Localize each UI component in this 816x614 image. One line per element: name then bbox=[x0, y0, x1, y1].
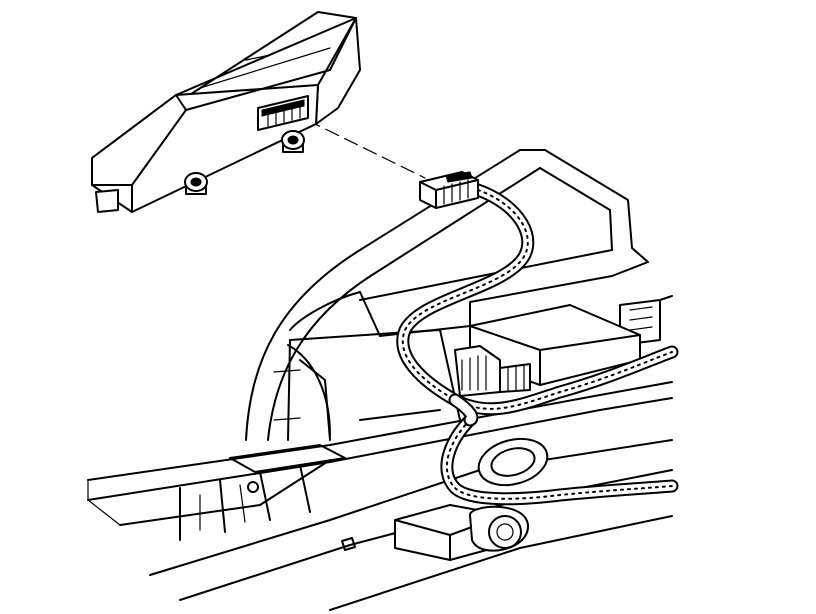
mounting-bracket bbox=[394, 437, 549, 561]
control-module bbox=[91, 11, 361, 213]
leader-line bbox=[306, 119, 426, 179]
underbody-structure bbox=[87, 149, 673, 611]
electronic-module bbox=[454, 304, 641, 397]
wiring-harness bbox=[396, 183, 679, 506]
module-connector bbox=[419, 171, 479, 209]
